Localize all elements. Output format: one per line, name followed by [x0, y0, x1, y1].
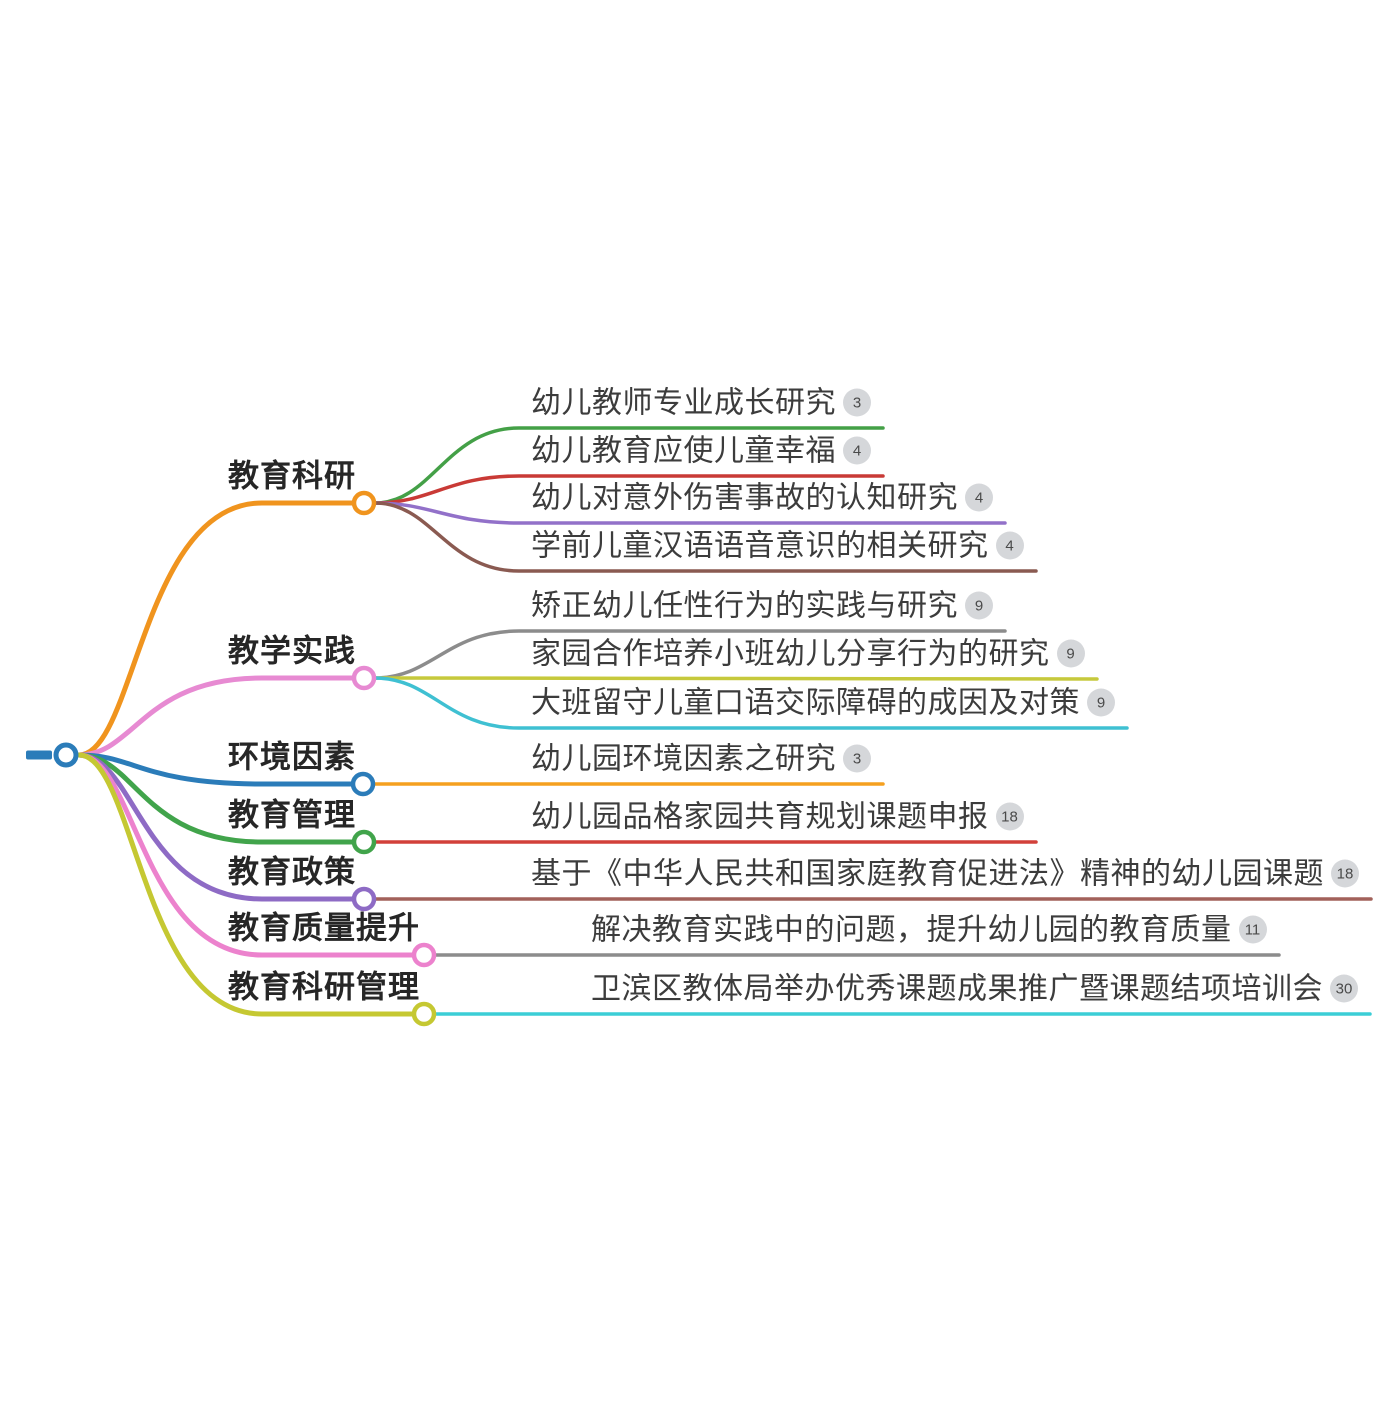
- branch-node[interactable]: [351, 490, 377, 516]
- leaf-label: 幼儿园环境因素之研究: [531, 742, 836, 776]
- leaf-count-badge[interactable]: 4: [843, 436, 871, 465]
- leaf-label: 幼儿园品格家园共育规划课题申报: [531, 800, 989, 834]
- leaf-label: 学前儿童汉语语音意识的相关研究: [531, 529, 989, 563]
- leaf-count-badge[interactable]: 11: [1238, 915, 1267, 944]
- leaf-label: 幼儿教育应使儿童幸福: [531, 434, 836, 468]
- leaf-count-badge[interactable]: 9: [1087, 688, 1115, 717]
- branch-node[interactable]: [351, 665, 377, 691]
- root-node[interactable]: [53, 742, 79, 768]
- leaf-count-badge[interactable]: 4: [965, 483, 993, 512]
- leaf-label: 家园合作培养小班幼儿分享行为的研究: [531, 637, 1050, 671]
- leaf-underline-curve: [373, 474, 885, 505]
- branch-label[interactable]: 教育科研管理: [228, 969, 420, 1005]
- branch-label[interactable]: 教育科研: [228, 458, 356, 494]
- branch-label[interactable]: 教育政策: [228, 854, 356, 890]
- leaf-underline-curve: [373, 629, 1007, 680]
- leaf-label: 解决教育实践中的问题，提升幼儿园的教育质量: [591, 913, 1232, 947]
- leaf-underline-curve: [373, 426, 885, 505]
- branch-curve: [76, 500, 356, 758]
- leaf-label: 矫正幼儿任性行为的实践与研究: [531, 589, 958, 623]
- branch-node[interactable]: [411, 942, 437, 968]
- branch-label[interactable]: 教育质量提升: [228, 910, 420, 946]
- branch-curve: [76, 752, 416, 1017]
- leaf-label: 基于《中华人民共和国家庭教育促进法》精神的幼儿园课题: [531, 857, 1324, 891]
- leaf-underline-curve: [373, 501, 1007, 525]
- leaf-count-badge[interactable]: 18: [995, 802, 1024, 831]
- leaf-underline-curve: [373, 501, 1038, 573]
- branch-node[interactable]: [350, 771, 376, 797]
- branch-label[interactable]: 教学实践: [228, 633, 356, 669]
- leaf-underline-curve: [373, 676, 1099, 681]
- leaf-count-badge[interactable]: 9: [965, 591, 993, 620]
- leaf-count-badge[interactable]: 4: [995, 531, 1024, 560]
- branch-label[interactable]: 教育管理: [228, 797, 356, 833]
- leaf-count-badge[interactable]: 9: [1056, 639, 1085, 668]
- leaf-label: 幼儿教师专业成长研究: [531, 386, 836, 420]
- leaf-label: 大班留守儿童口语交际障碍的成因及对策: [531, 686, 1080, 720]
- branch-label[interactable]: 环境因素: [228, 739, 356, 775]
- branch-curve: [76, 752, 355, 787]
- root-stub: [26, 750, 52, 760]
- branch-node[interactable]: [351, 829, 377, 855]
- leaf-label: 卫滨区教体局举办优秀课题成果推广暨课题结项培训会: [591, 972, 1323, 1006]
- leaf-count-badge[interactable]: 30: [1330, 974, 1358, 1003]
- leaf-underline-curve: [373, 676, 1129, 730]
- leaf-count-badge[interactable]: 18: [1331, 859, 1359, 888]
- leaf-count-badge[interactable]: 3: [843, 744, 871, 773]
- branch-node[interactable]: [351, 886, 377, 912]
- leaf-label: 幼儿对意外伤害事故的认知研究: [531, 481, 958, 515]
- branch-node[interactable]: [411, 1001, 437, 1027]
- branch-curve: [76, 675, 356, 758]
- leaf-count-badge[interactable]: 3: [843, 388, 871, 417]
